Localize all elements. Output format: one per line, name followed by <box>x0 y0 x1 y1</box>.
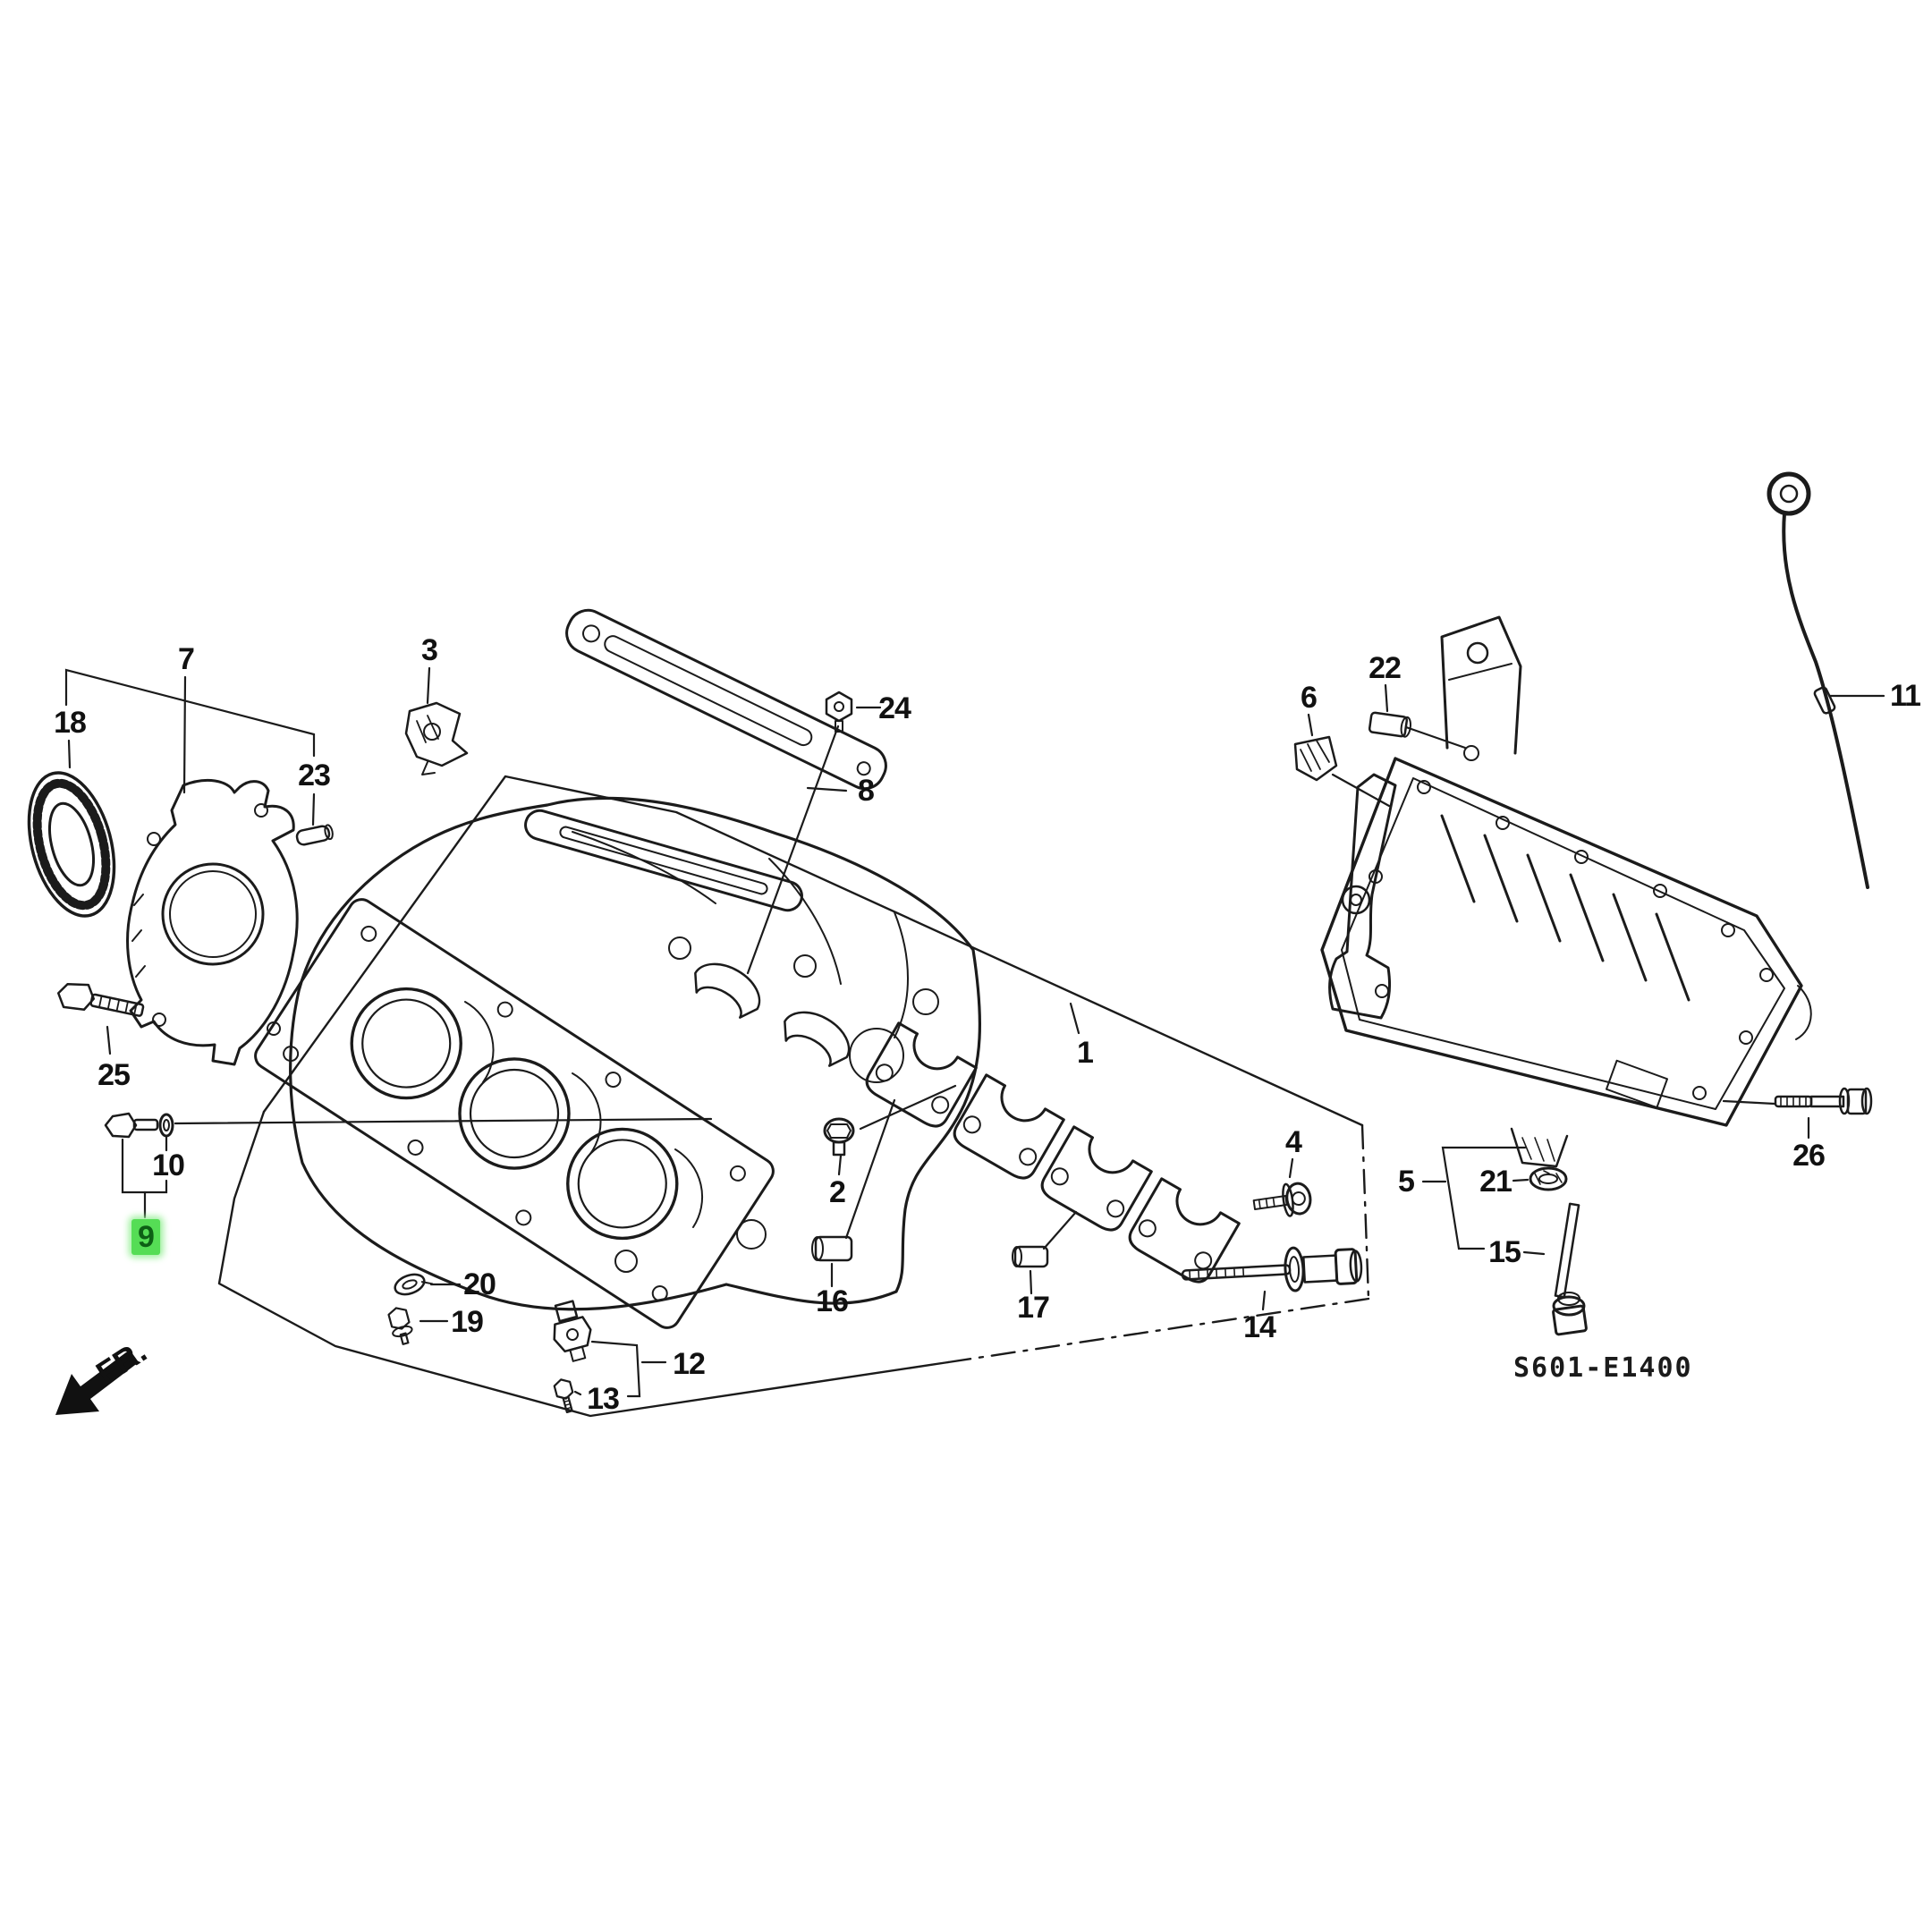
plug-6 <box>1293 735 1338 782</box>
callout-9[interactable]: 9 <box>131 1219 160 1255</box>
leader-line-18 <box>64 668 316 758</box>
leader-line-14 <box>1261 1290 1267 1311</box>
leader-line-16-1 <box>844 1098 896 1240</box>
oil-pump-arm <box>1328 773 1397 1020</box>
callout-10[interactable]: 10 <box>152 1148 185 1182</box>
leader-line-4 <box>1288 1157 1294 1179</box>
callout-21[interactable]: 21 <box>1479 1165 1513 1199</box>
oil-pan <box>1320 615 1812 1168</box>
leader-line-5-1 <box>1441 1146 1527 1250</box>
washer-21 <box>1529 1166 1568 1191</box>
leader-line-23 <box>311 792 316 826</box>
oil-seal-plate-7 <box>126 779 299 1066</box>
leader-line-2-1 <box>859 1084 957 1131</box>
callout-18[interactable]: 18 <box>54 706 87 740</box>
fr-arrow: FR. <box>55 1333 153 1415</box>
callout-11[interactable]: 11 <box>1890 679 1921 713</box>
callout-17[interactable]: 17 <box>1017 1291 1050 1325</box>
leader-line-22 <box>1384 683 1389 713</box>
leader-line-13 <box>573 1390 582 1396</box>
callout-24[interactable]: 24 <box>878 691 911 725</box>
leader-line-24-1 <box>746 724 840 975</box>
leader-line-1 <box>1069 1002 1080 1035</box>
diagram-code: S601-E1400 <box>1513 1352 1693 1384</box>
callout-13[interactable]: 13 <box>587 1382 620 1416</box>
callout-22[interactable]: 22 <box>1368 651 1402 685</box>
callout-25[interactable]: 25 <box>97 1058 131 1092</box>
callout-8[interactable]: 8 <box>858 774 875 808</box>
dowel-16 <box>811 1235 853 1262</box>
callout-3[interactable]: 3 <box>421 633 438 667</box>
dowel-22 <box>1368 711 1411 738</box>
callout-6[interactable]: 6 <box>1301 681 1318 715</box>
bolt-25 <box>56 983 145 1017</box>
leader-line-2 <box>837 1154 843 1176</box>
leader-line-18-1 <box>67 739 72 769</box>
leader-line-22-1 <box>1404 725 1467 750</box>
bolt-13 <box>553 1378 574 1413</box>
callout-16[interactable]: 16 <box>816 1284 849 1318</box>
callout-7[interactable]: 7 <box>178 642 195 676</box>
leader-line-9-2 <box>174 1117 713 1125</box>
callout-26[interactable]: 26 <box>1792 1139 1826 1173</box>
dowel-17 <box>1012 1245 1049 1268</box>
callout-1[interactable]: 1 <box>1077 1036 1094 1070</box>
callout-19[interactable]: 19 <box>451 1305 484 1339</box>
callout-15[interactable]: 15 <box>1488 1235 1521 1269</box>
assembly-outline <box>217 775 1370 1418</box>
leader-line-25 <box>106 1025 112 1055</box>
bolt-2 <box>823 1117 855 1157</box>
oil-seal-ring-18 <box>27 771 116 918</box>
leader-line-26-1 <box>1722 1099 1776 1106</box>
gallery-bar <box>524 809 803 912</box>
bolt-15 <box>1552 1202 1588 1336</box>
callout-12[interactable]: 12 <box>673 1347 706 1381</box>
leader-line-6-1 <box>1331 773 1391 808</box>
bolt-26 <box>1774 1087 1873 1115</box>
bearing-caps <box>694 962 1241 1284</box>
leader-line-3 <box>426 666 431 705</box>
leader-line-12-1 <box>590 1340 641 1398</box>
sensor-3 <box>404 701 469 775</box>
leader-line-7 <box>182 675 187 794</box>
head-gasket-bores <box>254 898 775 1329</box>
leader-lines <box>64 666 1885 1398</box>
cylinder-block <box>289 796 981 1311</box>
bolt-24 <box>825 691 853 733</box>
sensor-9-and-washer-10 <box>104 1112 174 1139</box>
bolt-19 <box>387 1307 413 1345</box>
screw-4 <box>1252 1182 1312 1217</box>
callout-2[interactable]: 2 <box>829 1175 846 1209</box>
stud-bolt-14 <box>1181 1246 1363 1292</box>
callout-23[interactable]: 23 <box>298 758 331 792</box>
callout-20[interactable]: 20 <box>463 1267 496 1301</box>
leader-line-21 <box>1512 1178 1530 1182</box>
oil-pressure-switch-12 <box>553 1300 592 1362</box>
leader-line-15 <box>1522 1250 1546 1256</box>
callout-4[interactable]: 4 <box>1285 1125 1302 1159</box>
leader-line-17 <box>1029 1269 1033 1295</box>
leader-line-8 <box>806 786 848 792</box>
clip-20 <box>394 1273 434 1296</box>
bracket-plate-8 <box>565 608 887 791</box>
callout-5[interactable]: 5 <box>1398 1165 1415 1199</box>
callout-14[interactable]: 14 <box>1243 1310 1276 1344</box>
leader-line-6 <box>1307 713 1314 737</box>
dowel-pin-23 <box>295 824 334 846</box>
leader-line-17-1 <box>1042 1210 1078 1250</box>
dipstick-11 <box>1767 471 1869 889</box>
